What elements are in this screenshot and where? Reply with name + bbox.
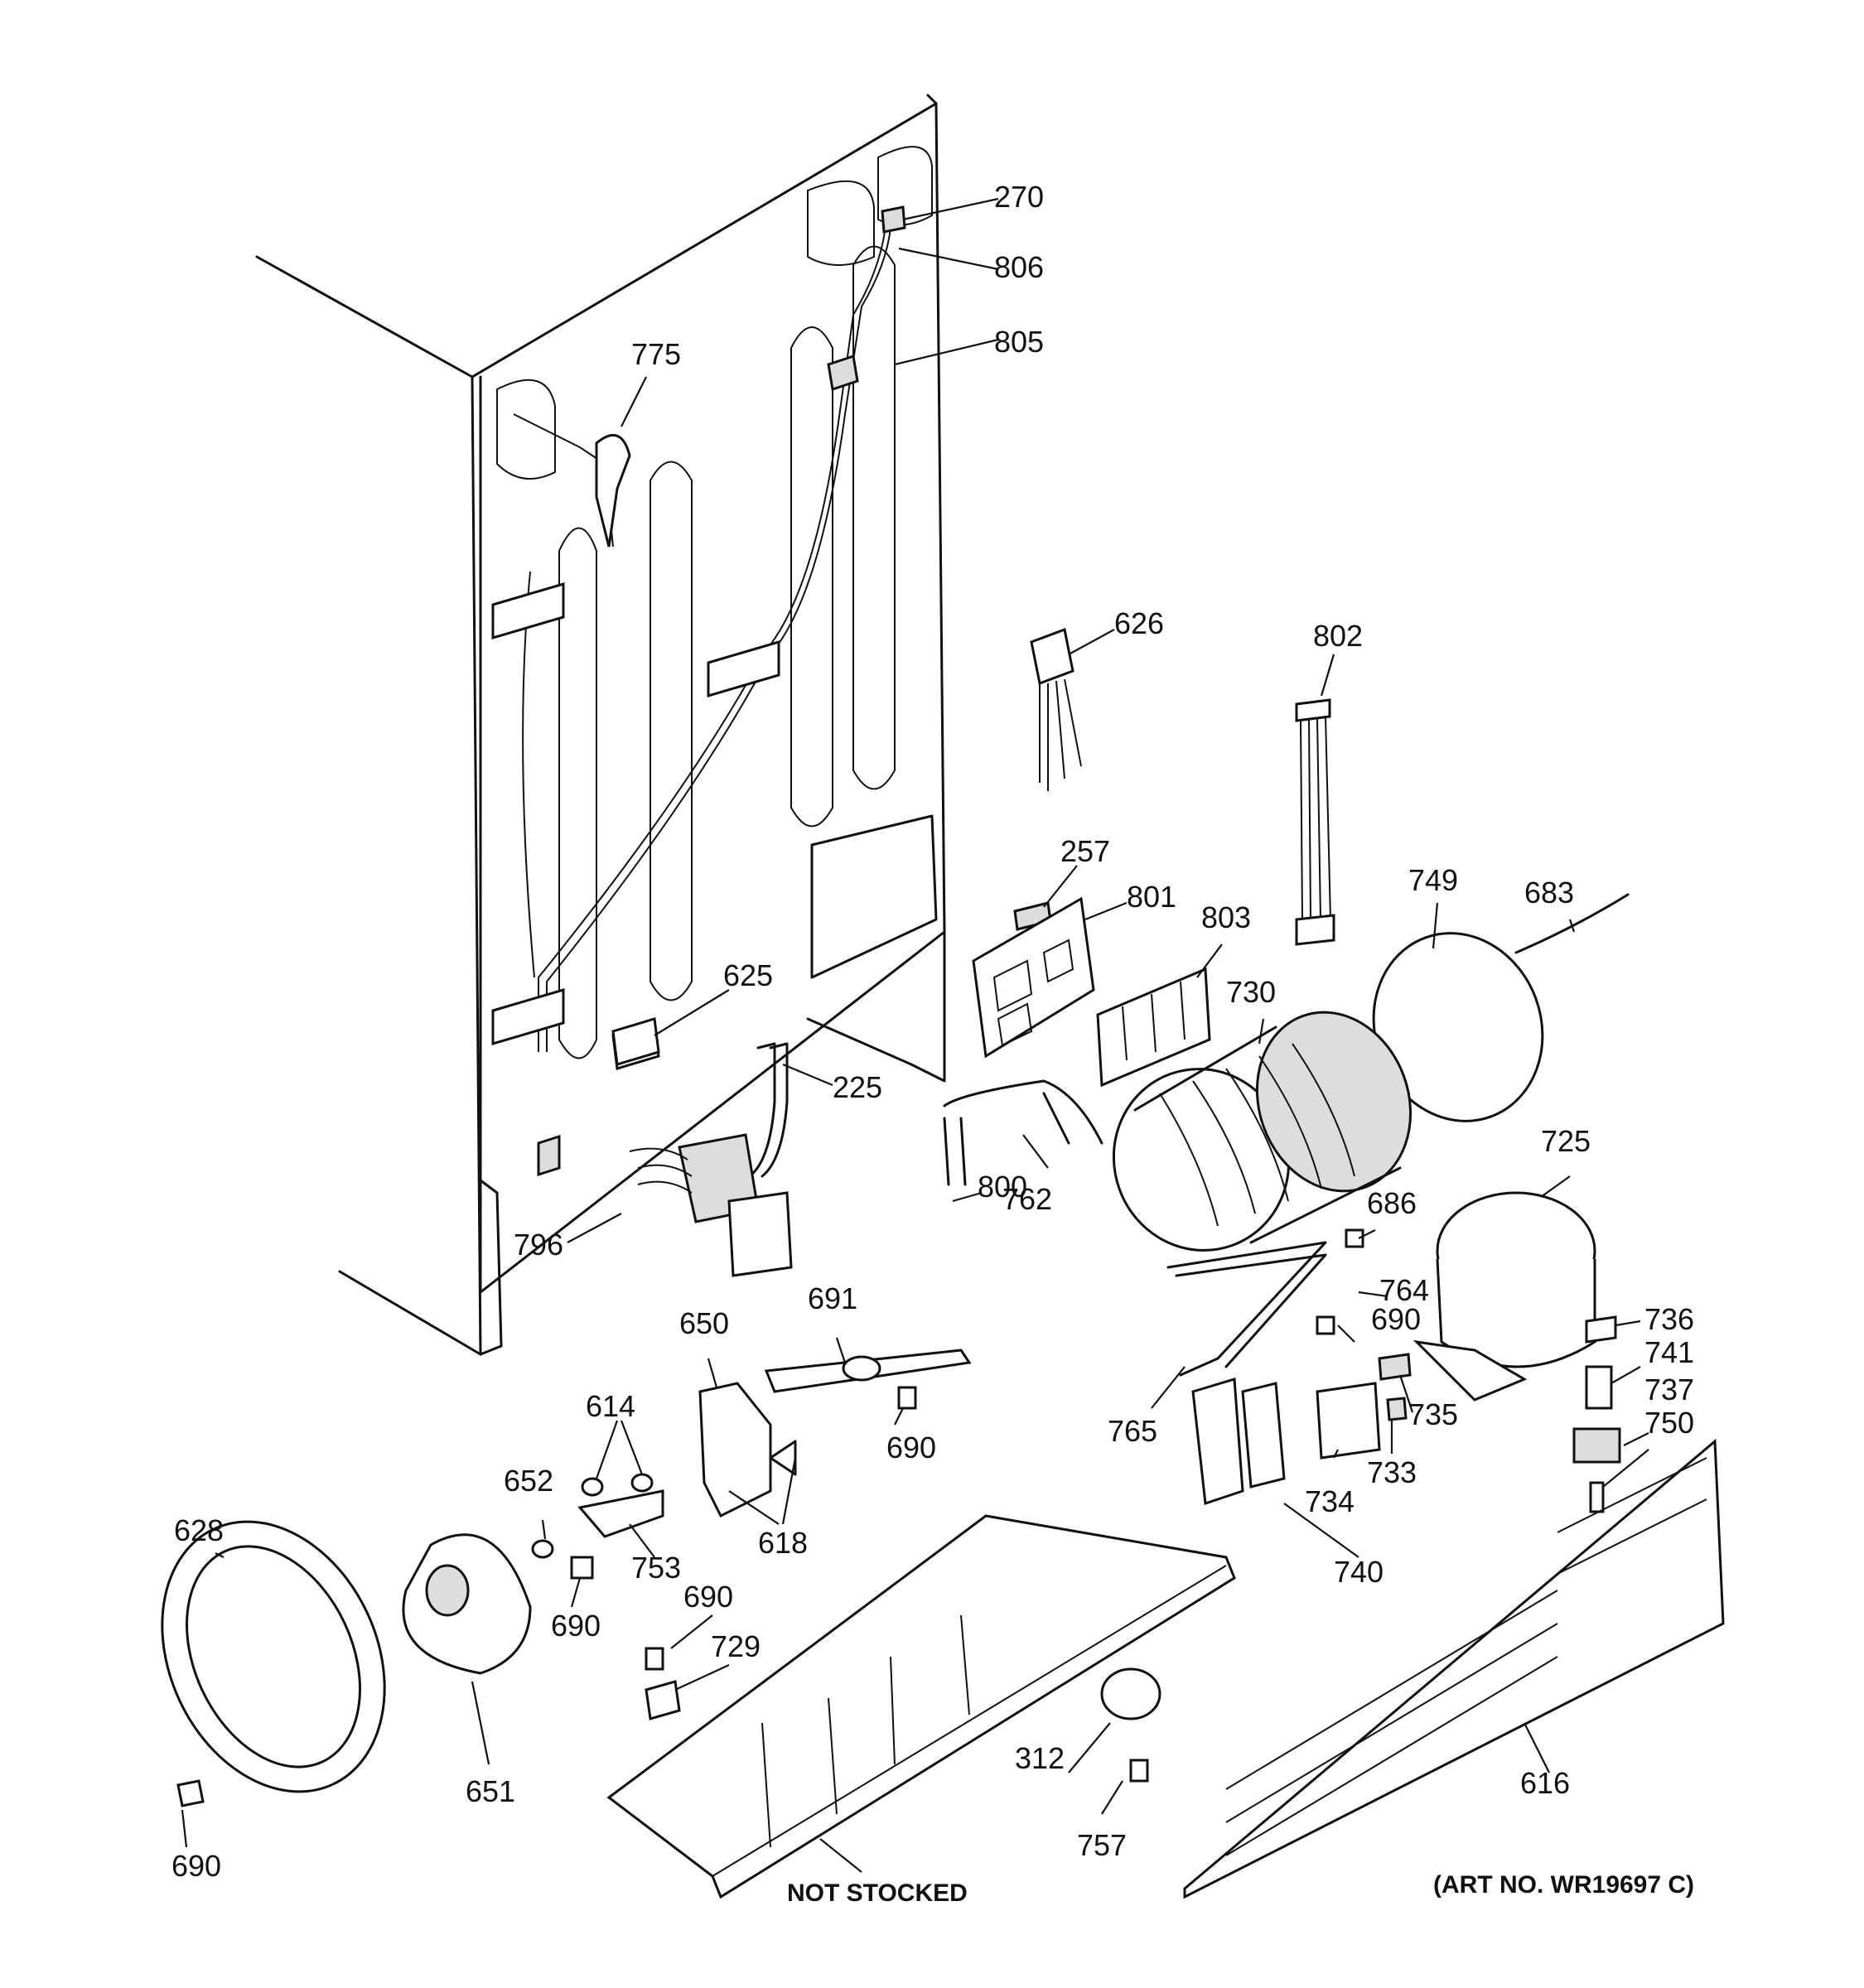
condenser-730	[1112, 1011, 1412, 1252]
parts-625-225-762-800-796	[611, 1017, 1103, 1277]
harness-626	[1030, 627, 1082, 791]
callout-757: 757	[1077, 1828, 1127, 1862]
callout-270: 270	[994, 180, 1044, 214]
callout-690-d: 690	[683, 1580, 733, 1614]
callout-737: 737	[1644, 1373, 1694, 1407]
motor-650	[698, 1382, 797, 1518]
nuts-614-652	[531, 1473, 654, 1559]
compressor-725	[1412, 1191, 1596, 1402]
callout-650: 650	[679, 1306, 729, 1340]
callout-741: 741	[1644, 1335, 1694, 1369]
callout-725: 725	[1541, 1124, 1591, 1158]
harness-802	[1295, 698, 1335, 946]
callout-803: 803	[1201, 900, 1251, 934]
callout-618: 618	[758, 1526, 808, 1560]
grommets-736-741-737-750	[1572, 1315, 1621, 1513]
not-stocked-note: NOT STOCKED	[787, 1879, 968, 1907]
control-board-801	[972, 896, 1095, 1059]
fan-blade-651	[402, 1533, 532, 1675]
callout-625: 625	[723, 958, 773, 992]
callout-733: 733	[1367, 1455, 1417, 1489]
callout-800: 800	[978, 1170, 1027, 1204]
callout-690-c: 690	[551, 1609, 601, 1643]
callout-764: 764	[1379, 1273, 1429, 1307]
callout-801: 801	[1127, 880, 1176, 914]
clip-729	[645, 1680, 681, 1720]
callout-806: 806	[994, 250, 1044, 284]
callout-805: 805	[994, 325, 1044, 359]
callout-736: 736	[1644, 1302, 1694, 1336]
callout-614: 614	[586, 1389, 635, 1423]
callout-652: 652	[504, 1464, 553, 1498]
overload-734	[1316, 1382, 1381, 1460]
callout-labels: 270 806 805 775 626 802 257 801 803 749 …	[171, 180, 1694, 1883]
bracket-753	[577, 1489, 664, 1538]
callout-734: 734	[1305, 1484, 1355, 1518]
callout-750: 750	[1644, 1406, 1694, 1440]
art-number-note: (ART NO. WR19697 C)	[1433, 1871, 1694, 1899]
callout-729: 729	[711, 1629, 761, 1663]
callout-683: 683	[1524, 876, 1574, 910]
base-pan	[606, 1514, 1236, 1899]
shroud-628	[161, 1520, 386, 1793]
board-cover-803	[1096, 967, 1211, 1088]
callout-686: 686	[1367, 1186, 1417, 1220]
callout-690-b: 690	[886, 1431, 936, 1464]
dryer-740	[1191, 1378, 1286, 1506]
callout-735: 735	[1408, 1397, 1458, 1431]
callout-651: 651	[466, 1774, 515, 1808]
callout-749: 749	[1408, 863, 1458, 897]
cabinet-back-panel	[255, 94, 946, 1356]
bracket-691	[764, 1349, 972, 1393]
callout-691: 691	[808, 1281, 857, 1315]
tie-wrap-683	[1514, 893, 1630, 954]
callout-740: 740	[1334, 1555, 1384, 1589]
callout-690-e: 690	[171, 1849, 221, 1883]
callout-626: 626	[1114, 606, 1164, 640]
callout-762: 762	[1002, 1182, 1052, 1216]
callout-765: 765	[1108, 1414, 1157, 1448]
caster-312	[1100, 1667, 1161, 1720]
callout-753: 753	[631, 1551, 681, 1585]
callout-690-a: 690	[1371, 1302, 1421, 1336]
screws-690-757	[176, 1228, 1364, 1807]
callout-796: 796	[514, 1228, 563, 1262]
callout-257: 257	[1060, 834, 1110, 868]
leader-lines	[181, 197, 1649, 1873]
callout-312: 312	[1015, 1741, 1065, 1775]
cover-616	[1183, 1438, 1725, 1899]
callout-616: 616	[1520, 1766, 1570, 1800]
callout-802: 802	[1313, 619, 1363, 653]
relays-733-735	[1378, 1353, 1412, 1421]
callout-775: 775	[631, 337, 681, 371]
callout-628: 628	[174, 1513, 224, 1547]
callout-225: 225	[833, 1070, 882, 1104]
callout-730: 730	[1226, 975, 1276, 1009]
tubing-764-765	[1166, 1241, 1327, 1377]
